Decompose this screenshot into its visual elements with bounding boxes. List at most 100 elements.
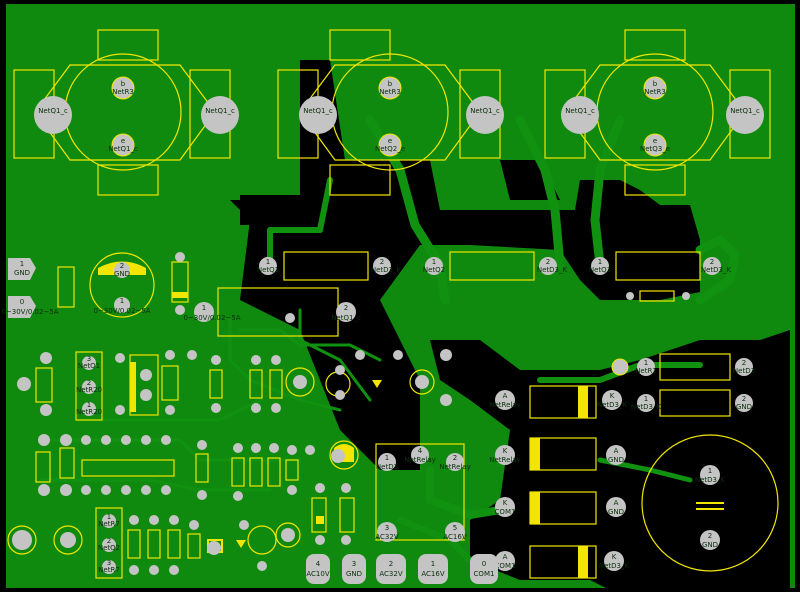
pad-num: b <box>388 80 393 88</box>
pad-num: 2 <box>546 258 550 266</box>
resistor-mid: 1 0~30V/0.02~5A 2 NetQ1_c <box>183 287 361 337</box>
pad-net: NetQ2_e <box>375 145 405 153</box>
pad-net: NetD3_K <box>599 562 630 570</box>
pad-num: 2 <box>710 258 714 266</box>
pad-net: GND <box>346 570 362 578</box>
pad-net: NetQ2 <box>98 544 120 552</box>
pad-net: 0~30V/0.02~5A <box>93 307 150 315</box>
diode-d3: K COM1 A GND <box>495 491 626 525</box>
pad-num: 3 <box>107 559 111 567</box>
pad-num: 2 <box>120 262 124 270</box>
resistor-r3: 1 NetQ3 2 NetD3_K <box>589 251 732 302</box>
resistor-r5: 1 NetD3_K 2 GND <box>631 389 753 417</box>
pad-net: COM1 <box>474 570 495 578</box>
pad-net: NetR20 <box>76 386 102 394</box>
pad-num: 1 <box>107 513 111 521</box>
pad-num: 1 <box>385 454 389 462</box>
pad-net: AC16V <box>443 533 466 541</box>
pad-net: NetR7 <box>98 520 120 528</box>
pad-num: 1 <box>87 401 91 409</box>
pad-num: 1 <box>202 304 206 312</box>
pad-net: GND <box>736 403 752 411</box>
pad-net: AC10V <box>306 570 329 578</box>
small-footprints <box>7 354 435 559</box>
pad-net: NetD3_K <box>597 401 628 409</box>
pad-net: NetD3 <box>376 463 398 471</box>
pad-num: 4 <box>418 447 423 455</box>
filter-capacitor: 2 GND 1 0~30V/0.02~5A <box>89 252 155 318</box>
pad-num: 2 <box>389 560 393 568</box>
pad-num: K <box>610 392 615 400</box>
pad-net: GND <box>608 456 624 464</box>
pad-num: 4 <box>316 560 321 568</box>
pad-net: GND <box>608 508 624 516</box>
pad-num: e <box>653 137 657 145</box>
pad-net: NetQ1_c <box>331 314 361 322</box>
pad-net: NetR7 <box>98 566 120 574</box>
pad-net: NetD3_K <box>631 403 662 411</box>
pad-net: AC32V <box>379 570 402 578</box>
pad-net: 0~30V/0.02~5A <box>183 314 240 322</box>
resistor-r1: 1 NetQ1 2 NetD3_K <box>257 251 402 281</box>
ic-block-upper: 3 NetQ1 2 NetR20 1 NetR20 <box>75 351 103 421</box>
pad-num: e <box>388 137 392 145</box>
pad-num: 2 <box>708 532 712 540</box>
pad-net: 0~30V/0.02~5A <box>1 308 58 316</box>
pad-num: 3 <box>385 524 389 532</box>
pad-net: NetQ1 <box>78 362 100 370</box>
pad-net: NetQ1_c <box>565 107 595 115</box>
pad-num: e <box>121 137 125 145</box>
pad-num: 1 <box>20 260 24 268</box>
small-component <box>57 266 75 308</box>
pad-net: NetD3 <box>733 367 755 375</box>
pad-net: NetQ1_c <box>108 145 138 153</box>
output-terminal: 0 0~30V/0.02~5A <box>1 296 59 318</box>
pad-net: COM1 <box>495 508 516 516</box>
pad-num: 2 <box>344 304 348 312</box>
pad-num: K <box>612 553 617 561</box>
pad-net: NetQ1_c <box>205 107 235 115</box>
pad-net: NetR3 <box>644 88 666 96</box>
gnd-terminal: 1 GND <box>8 258 36 280</box>
main-capacitor: 1 NetD3_K 2 GND <box>641 434 779 572</box>
pad-num: A <box>503 392 508 400</box>
pad-net: NetRelay <box>404 456 436 464</box>
pad-num: 1 <box>708 467 712 475</box>
pad-net: NetD3_K <box>537 266 568 274</box>
pad-net: NetR1 <box>635 367 657 375</box>
pad-net: NetRelay <box>439 463 471 471</box>
pad-net: GND <box>702 541 718 549</box>
pad-net: NetD3_K <box>701 266 732 274</box>
pad-net: NetRelay <box>489 401 521 409</box>
pad-net: NetQ1 <box>257 266 279 274</box>
pad-num: K <box>503 447 508 455</box>
q3-pads: NetQ1_c NetQ1_c b NetR3 e NetQ3_e <box>561 76 764 157</box>
pad-num: 3 <box>87 355 91 363</box>
pad-num: 1 <box>432 258 436 266</box>
pad-net: NetQ3_e <box>640 145 670 153</box>
pad-num: 1 <box>431 560 435 568</box>
diode-vertical <box>171 252 189 315</box>
q2-pads: NetQ1_c NetQ1_c b NetR3 e NetQ2_e <box>299 76 504 157</box>
pad-num: K <box>503 499 508 507</box>
pad-num: 1 <box>120 297 124 305</box>
pad-num: NetQ1_c <box>38 107 68 115</box>
pad-net: GND <box>14 269 30 277</box>
pad-num: A <box>503 553 508 561</box>
pad-num: 0 <box>482 560 486 568</box>
pad-num: 1 <box>644 395 648 403</box>
pad-num: 1 <box>266 258 270 266</box>
pad-net: NetD3_K <box>371 266 402 274</box>
pad-num: 2 <box>87 379 91 387</box>
pad-net: NetR20 <box>76 408 102 416</box>
diode-d4: A COM1 K NetD3_K <box>495 545 630 579</box>
pad-num: 2 <box>742 359 746 367</box>
pad-num: A <box>614 447 619 455</box>
pad-num: 5 <box>453 524 457 532</box>
q1-pads: NetQ1_c NetQ1_c b NetR3 e NetQ1_c <box>34 76 239 157</box>
pad-num: A <box>614 499 619 507</box>
diode-relay: A NetRelay K NetD3_K <box>489 385 628 419</box>
pad-net: NetQ1_c <box>470 107 500 115</box>
pad-net: COM1 <box>495 562 516 570</box>
